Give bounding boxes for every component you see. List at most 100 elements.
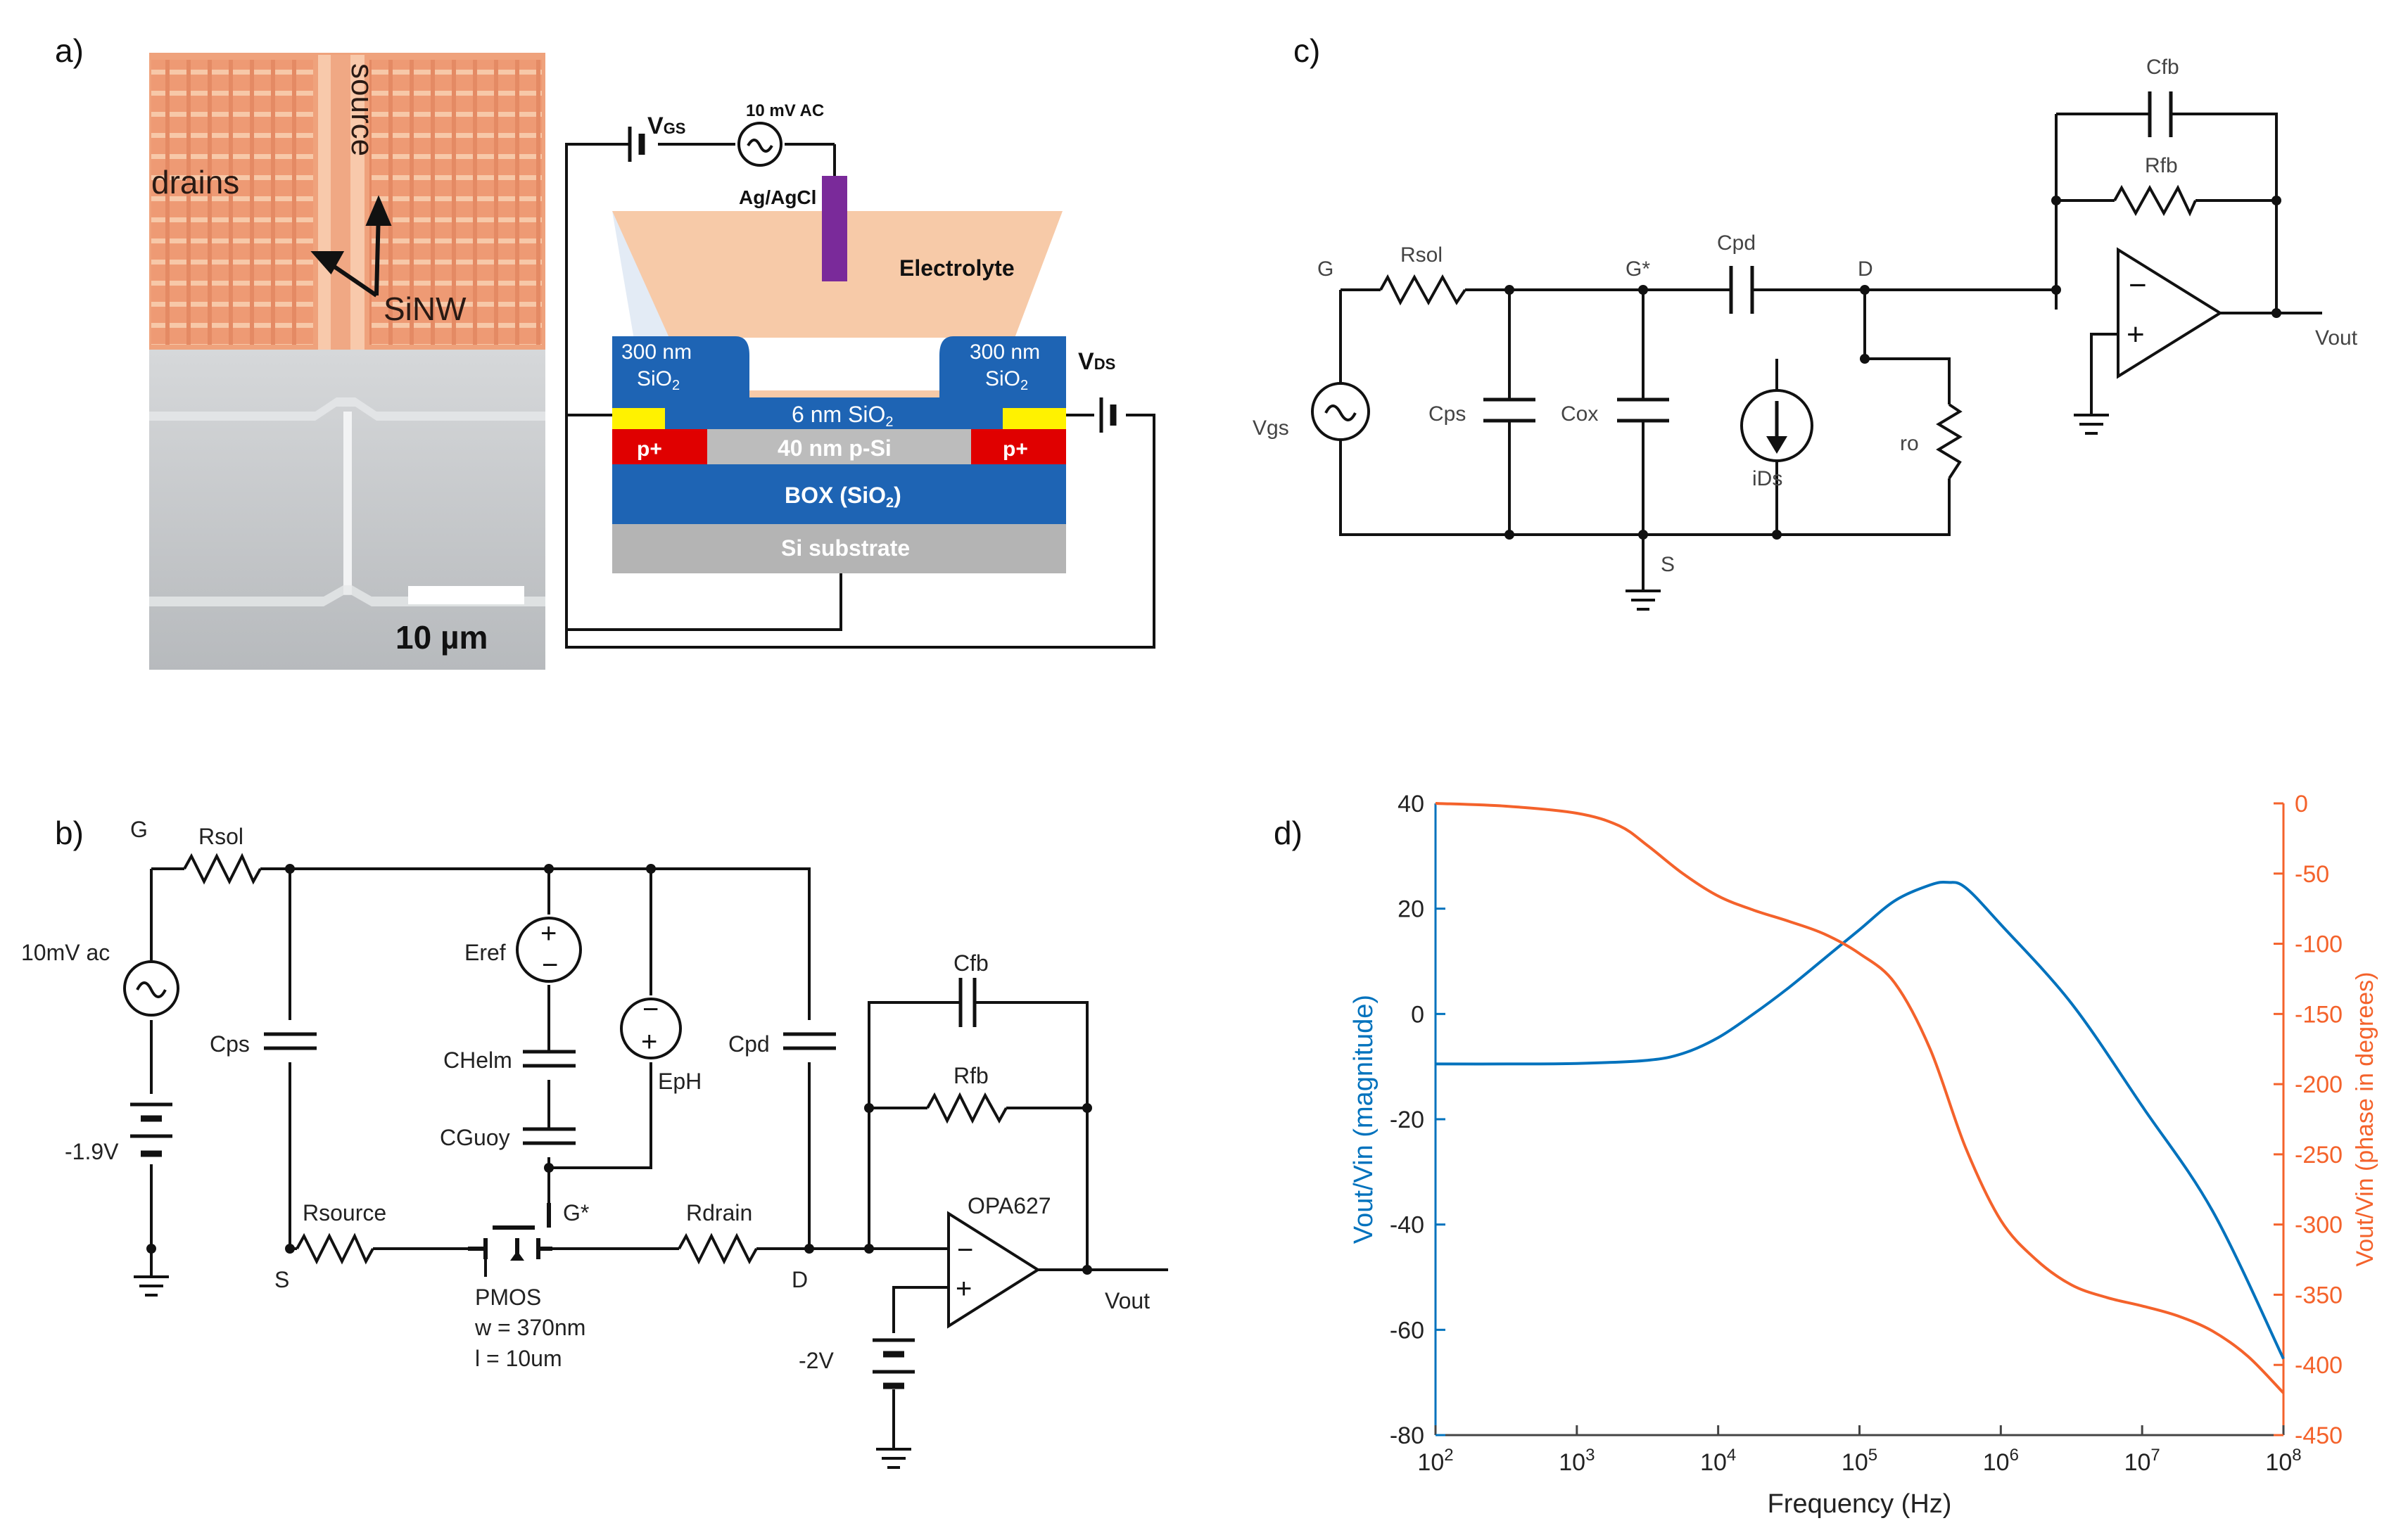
c-d-label: D (1858, 257, 1873, 281)
c-cps-label: Cps (1428, 402, 1466, 426)
left-y-axis-label: Vout/Vin (magnitude) (1349, 995, 1379, 1244)
panel-label-b: b) (55, 815, 84, 851)
thin-oxide-label: 6 nm SiO2 (792, 402, 894, 430)
b-2v-label: -2V (799, 1348, 834, 1373)
b-l-label: l = 10um (475, 1346, 562, 1371)
left-y-tick-label: 20 (1398, 896, 1424, 923)
vgs-label: VGS (647, 113, 685, 139)
ac-source-icon (737, 122, 782, 167)
b-gstar-label: G* (563, 1200, 589, 1225)
electrode-label: Ag/AgCl (739, 186, 816, 208)
svg-text:+: + (641, 1026, 657, 1057)
cps-c-capacitor-icon (1483, 397, 1535, 423)
circuit-c-wiring (1339, 113, 2322, 591)
left-y-tick-label: 0 (1411, 1001, 1424, 1028)
svg-text:+: + (2127, 317, 2145, 352)
b-chelm-label: CHelm (443, 1047, 512, 1073)
pplus-right-label: p+ (1003, 438, 1028, 461)
b-d-label: D (792, 1267, 808, 1292)
svg-text:−: − (2129, 268, 2147, 302)
right-y-tick-label: -350 (2295, 1282, 2343, 1308)
phase-series-line (1435, 802, 2285, 1394)
ac-label: 10 mV AC (746, 101, 824, 120)
ac-source-b-icon (123, 960, 179, 1017)
pplus-left-label: p+ (637, 438, 662, 461)
left-y-tick-label: -40 (1390, 1212, 1424, 1239)
battery-2v-icon (873, 1338, 915, 1389)
b-cpd-label: Cpd (728, 1031, 770, 1057)
b-w-label: w = 370nm (474, 1315, 585, 1340)
c-cpd-label: Cpd (1717, 231, 1756, 255)
left-y-tick-label: -20 (1390, 1107, 1424, 1133)
right-y-tick-label: -400 (2295, 1352, 2343, 1379)
svg-text:−: − (642, 994, 659, 1025)
box-label: BOX (SiO2) (785, 483, 901, 511)
c-gstar-label: G* (1626, 257, 1650, 281)
right-oxide-label: 300 nm (970, 340, 1040, 364)
right-y-tick-label: 0 (2295, 791, 2308, 817)
x-tick-label: 105 (1842, 1446, 1877, 1476)
panel-label-d: d) (1274, 815, 1303, 851)
b-g-label: G (130, 817, 148, 842)
b-battery-label: -1.9V (65, 1139, 119, 1164)
eref-source-icon: + − (516, 917, 582, 983)
pmos-transistor-icon (468, 1203, 552, 1277)
right-y-tick-label: -300 (2295, 1212, 2343, 1239)
x-tick-label: 104 (1700, 1446, 1736, 1476)
rdrain-resistor-icon (678, 1233, 758, 1265)
circuit-b-wiring (150, 867, 1168, 1449)
cguoy-capacitor-icon (523, 1127, 576, 1145)
cfb-c-capacitor-icon (2148, 91, 2173, 137)
b-eph-label: EpH (658, 1069, 702, 1094)
svg-text:+: + (956, 1273, 972, 1304)
rfb-b-resistor-icon (926, 1092, 1008, 1124)
drains-label: drains (151, 164, 239, 200)
micrograph-image (149, 53, 545, 670)
opamp-b-icon: − + (947, 1211, 1041, 1329)
right-y-tick-label: -150 (2295, 1001, 2343, 1028)
right-y-tick-label: -250 (2295, 1142, 2343, 1168)
b-rfb-label: Rfb (953, 1063, 989, 1088)
x-tick-label: 107 (2124, 1446, 2160, 1476)
left-y-tick-label: -60 (1390, 1317, 1424, 1344)
svg-text:−: − (542, 950, 558, 981)
rsol-b-resistor-icon (183, 853, 262, 885)
c-cfb-label: Cfb (2146, 56, 2179, 79)
svg-text:+: + (540, 918, 557, 949)
right-y-tick-label: -100 (2295, 931, 2343, 958)
b-opamp-label: OPA627 (968, 1193, 1051, 1218)
cpd-b-capacitor-icon (783, 1032, 836, 1050)
cps-b-capacitor-icon (264, 1032, 317, 1050)
device-cross-section (612, 144, 1066, 573)
right-oxide-formula: SiO2 (985, 367, 1028, 393)
panel-label-c: c) (1293, 32, 1320, 69)
x-tick-label: 108 (2265, 1446, 2301, 1476)
vds-label: VDS (1078, 348, 1115, 375)
b-cfb-label: Cfb (953, 950, 989, 976)
arrow-icon (310, 195, 392, 298)
b-s-label: S (274, 1267, 289, 1292)
c-vgs-label: Vgs (1253, 416, 1289, 440)
c-cox-label: Cox (1561, 402, 1598, 426)
c-rsol-label: Rsol (1400, 243, 1443, 267)
left-oxide-formula: SiO2 (637, 367, 680, 393)
rfb-c-resistor-icon (2113, 184, 2197, 217)
right-y-axis-label: Vout/Vin (phase in degrees) (2352, 972, 2378, 1267)
b-rsol-label: Rsol (198, 824, 243, 849)
ro-resistor-icon (1936, 403, 1963, 480)
magnitude-series-line (1435, 880, 2285, 1360)
rsource-resistor-icon (296, 1233, 374, 1265)
scale-bar-label: 10 µm (395, 619, 488, 656)
opamp-c-icon: − + (2117, 247, 2223, 379)
x-tick-label: 102 (1417, 1446, 1453, 1476)
b-cps-label: Cps (210, 1031, 250, 1057)
circuit-b-ground-symbols (134, 1275, 911, 1469)
c-g-label: G (1317, 257, 1333, 281)
right-y-tick-label: -50 (2295, 861, 2329, 888)
b-rsource-label: Rsource (303, 1200, 386, 1225)
current-source-icon (1740, 389, 1813, 462)
b-ac-label: 10mV ac (21, 940, 110, 965)
c-ro-label: ro (1900, 432, 1919, 455)
svg-text:−: − (957, 1235, 973, 1266)
